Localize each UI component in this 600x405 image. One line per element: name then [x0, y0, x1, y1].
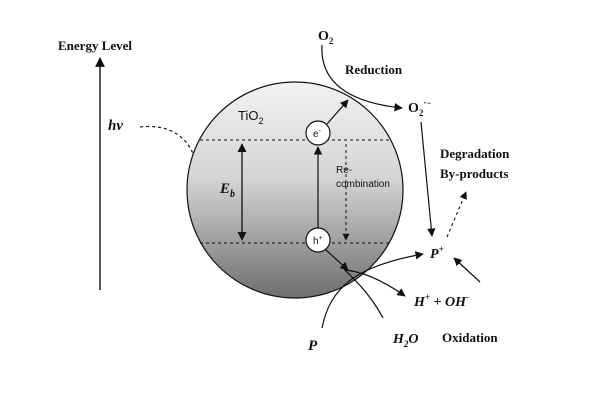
hplus-ohminus-label: H+ + OH-: [413, 292, 469, 310]
oxidation-label: Oxidation: [442, 330, 498, 345]
hydroxyl-to-pplus-arrow: [453, 257, 481, 283]
energy-level-label: Energy Level: [58, 38, 132, 53]
p-to-pplus-curve: [321, 251, 424, 329]
electron-circle: [305, 120, 331, 146]
tio2-label: TiO2: [238, 108, 263, 126]
h2o-oxidation-curve: [343, 269, 406, 319]
reduction-label: Reduction: [345, 62, 403, 77]
hole-transfer-arrow: [325, 249, 349, 271]
byproducts-label: By-products: [440, 166, 508, 181]
hole-label: h+: [313, 235, 323, 247]
recombination-label-2: combination: [336, 179, 390, 190]
degradation-arrow: [446, 191, 467, 238]
electron-transfer-arrow: [326, 99, 349, 125]
tio2-particle: [186, 81, 404, 299]
superoxide-label: O2·−: [408, 98, 432, 118]
h2o-label: H2O: [392, 332, 419, 349]
p-label: P: [308, 338, 318, 354]
superoxide-to-pplus-arrow: [420, 121, 436, 237]
p-plus-label: P+: [430, 244, 444, 262]
o2-label: O2: [318, 29, 334, 46]
reduction-arrow: [321, 44, 403, 112]
band-gap-label: Eb: [219, 181, 235, 200]
degradation-label: Degradation: [440, 146, 510, 161]
electron-label: e-: [313, 128, 322, 140]
hv-label: hv: [108, 118, 123, 134]
recombination-label: Re-: [336, 165, 352, 176]
